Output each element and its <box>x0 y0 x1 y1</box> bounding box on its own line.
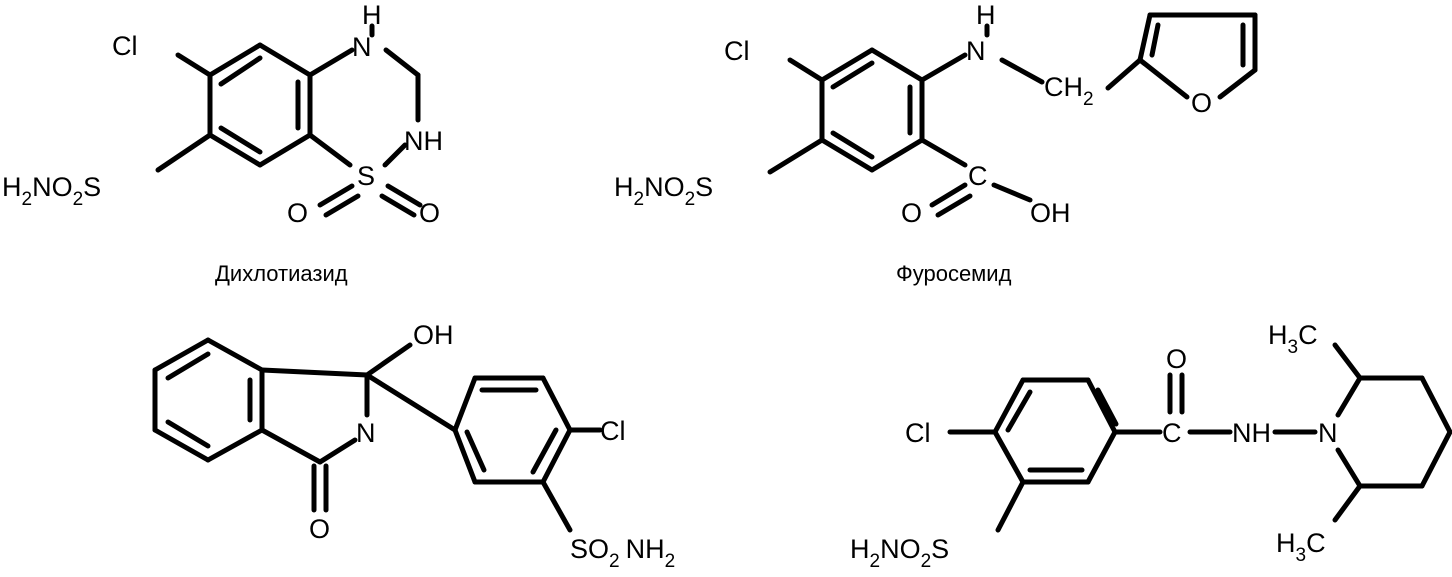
sulfonamide-o-subscript: 2 <box>609 551 620 572</box>
hydrogen-label: H <box>976 0 996 30</box>
sulfonamide-group: H2NO2S <box>850 534 949 572</box>
sulfonamide-o-subscript: 2 <box>73 189 84 210</box>
methyl-c: C <box>1298 320 1318 350</box>
methylene-ch: CH <box>1044 72 1083 102</box>
substituent-bonds <box>947 372 1318 533</box>
molecule-furosemide: Cl H N CH2 O C O OH H2NO2S Фуросемид <box>614 0 1258 286</box>
oxygen-label: O <box>419 198 440 228</box>
chlorine-label: Cl <box>112 31 138 61</box>
sulfonamide-h: H <box>850 534 870 564</box>
methyl-subscript: 3 <box>1288 337 1299 358</box>
thiadiazine-ring <box>307 23 421 168</box>
methyl-group-top: H3C <box>1268 320 1318 358</box>
methyl-h: H <box>1276 528 1296 558</box>
ring-sulfur-label: S <box>357 161 375 191</box>
molecule-caption: Дихлотиазид <box>215 261 348 286</box>
amine-nh-label: NH <box>404 126 443 156</box>
chlorophenyl-ring <box>364 372 603 533</box>
sulfonamide-nh: NH <box>626 534 665 564</box>
sulfonamide-no: NO <box>880 534 921 564</box>
piperidine-ring <box>1332 342 1452 523</box>
hydroxyl-label: OH <box>1030 198 1071 228</box>
amine-n-label: N <box>352 32 372 62</box>
sulfonamide-group: H2NO2S <box>2 172 101 210</box>
benzene-ring <box>819 47 925 173</box>
furan-ring <box>1137 12 1258 100</box>
sulfonamide-h: H <box>2 172 22 202</box>
sulfonamide-o-subscript: 2 <box>921 551 932 572</box>
sulfonamide-s: S <box>695 172 713 202</box>
fused-benzene-ring <box>152 337 265 463</box>
molecule-dichlothiazide: Cl H N NH S O O H2NO2S Дихлотиазид <box>2 0 443 286</box>
chlorine-label: Cl <box>600 416 626 446</box>
sulfonamide-so: SO <box>570 534 609 564</box>
sulfonamide-s: S <box>931 534 949 564</box>
lactam-ring <box>259 342 413 513</box>
methylene-subscript: 2 <box>1083 89 1094 110</box>
oxygen-label: O <box>287 198 308 228</box>
piperidine-n-label: N <box>1318 418 1338 448</box>
methylene-group: CH2 <box>1044 72 1094 110</box>
chlorine-label: Cl <box>724 36 750 66</box>
carbonyl-oxygen-label: O <box>901 198 922 228</box>
sulfonyl-bonds <box>317 183 423 218</box>
sulfonamide-group: H2NO2S <box>614 172 713 210</box>
sulfonamide-o-subscript: 2 <box>685 189 696 210</box>
carbonyl-oxygen-label: O <box>1166 344 1187 374</box>
carbonyl-oxygen-label: O <box>309 514 330 544</box>
methyl-h: H <box>1268 320 1288 350</box>
amine-n-label: N <box>966 36 986 66</box>
carboxyl-carbon-label: C <box>968 161 988 191</box>
sulfonamide-h-subscript: 2 <box>870 551 881 572</box>
sulfonamide-h-subscript: 2 <box>22 189 33 210</box>
hydrazide-nh-label: NH <box>1232 418 1271 448</box>
sulfonamide-no: NO <box>644 172 685 202</box>
carbonyl-carbon-label: C <box>1162 418 1182 448</box>
sulfonamide-no: NO <box>32 172 73 202</box>
sulfonamide-h: H <box>614 172 634 202</box>
sulfonamide-s: S <box>83 172 101 202</box>
methyl-c: C <box>1306 528 1326 558</box>
sulfonamide-h-subscript: 2 <box>665 551 676 572</box>
sulfonamide-h-subscript: 2 <box>634 189 645 210</box>
amide-n-label: N <box>356 418 376 448</box>
substituent-bonds <box>767 23 1143 218</box>
substituent-bonds <box>155 52 213 173</box>
methyl-subscript: 3 <box>1296 545 1307 566</box>
benzene-ring <box>992 377 1119 485</box>
hydrogen-label: H <box>362 0 382 30</box>
benzene-ring <box>207 42 313 168</box>
hydroxyl-label: OH <box>413 320 454 350</box>
furan-oxygen-label: O <box>1191 88 1212 118</box>
molecule-caption: Фуросемид <box>896 261 1012 286</box>
methyl-group-bottom: H3C <box>1276 528 1326 566</box>
molecule-clopamide: Cl O C NH N H3C H3C H2NO2S <box>850 320 1452 572</box>
chlorine-label: Cl <box>905 418 931 448</box>
